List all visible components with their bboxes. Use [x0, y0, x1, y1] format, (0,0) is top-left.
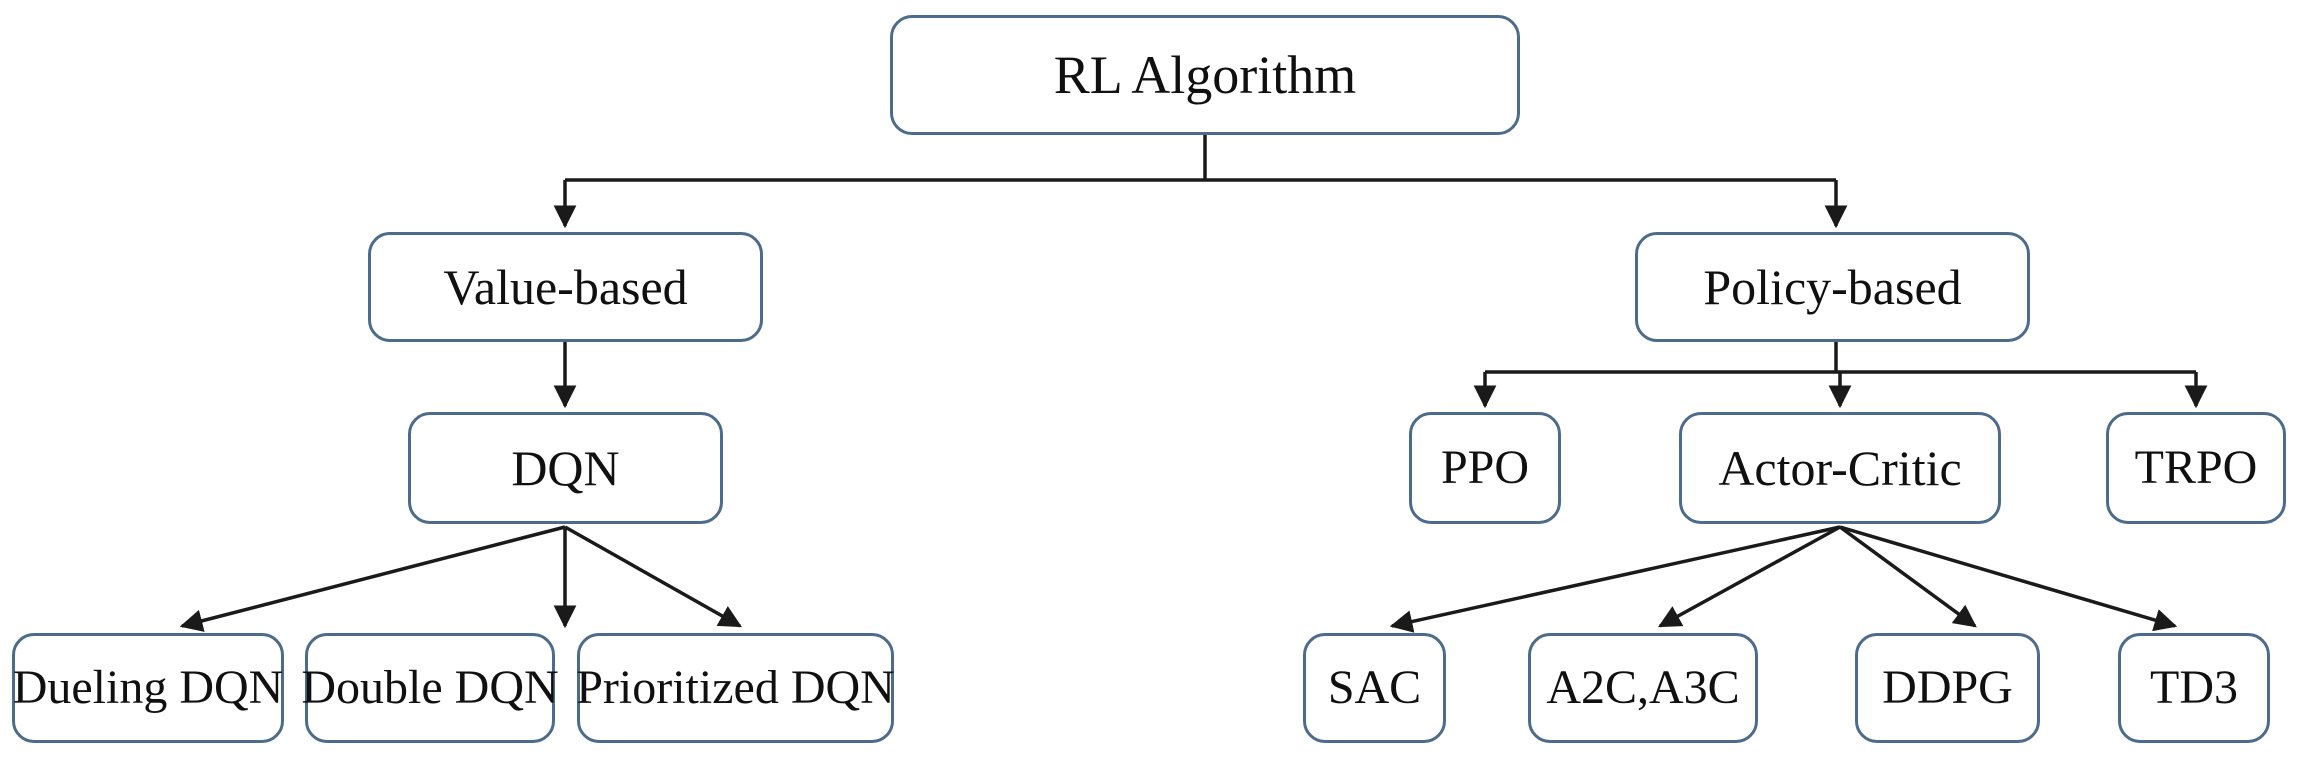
edge-dqn-to-prioritized: [564, 525, 742, 628]
node-dqn[interactable]: DQN: [408, 412, 723, 524]
node-label: PPO: [1440, 440, 1530, 494]
edge-actorcritic-to-ddpg: [1838, 525, 1977, 628]
node-td3[interactable]: TD3: [2118, 633, 2270, 743]
node-value-based[interactable]: Value-based: [368, 232, 763, 342]
node-policy-based[interactable]: Policy-based: [1635, 232, 2030, 342]
edge-dqn-to-dueling: [179, 525, 566, 632]
node-ppo[interactable]: PPO: [1409, 412, 1561, 524]
edge-actorcritic-to-a2ca3c: [1658, 525, 1841, 628]
node-sac[interactable]: SAC: [1303, 633, 1446, 743]
node-label: Double DQN: [301, 660, 559, 714]
node-actor-critic[interactable]: Actor-Critic: [1679, 412, 2001, 524]
node-label: Dueling DQN: [12, 660, 284, 714]
node-label: DQN: [511, 439, 620, 496]
node-ddpg[interactable]: DDPG: [1855, 633, 2040, 743]
node-label: Value-based: [443, 258, 688, 315]
node-label: SAC: [1327, 660, 1422, 714]
edge-actorcritic-to-sac: [1389, 525, 1841, 633]
node-label: TRPO: [2134, 440, 2258, 494]
edge-actorcritic-to-td3: [1839, 525, 2178, 632]
node-label: RL Algorithm: [1053, 44, 1357, 105]
node-double-dqn[interactable]: Double DQN: [301, 633, 559, 743]
node-trpo[interactable]: TRPO: [2106, 412, 2286, 524]
node-label: TD3: [2150, 660, 2238, 714]
node-label: Policy-based: [1703, 258, 1962, 315]
node-label: Actor-Critic: [1718, 439, 1962, 496]
node-prioritized-dqn[interactable]: Prioritized DQN: [576, 633, 895, 743]
node-label: A2C,A3C: [1546, 660, 1740, 714]
node-a2c-a3c[interactable]: A2C,A3C: [1528, 633, 1758, 743]
node-label: Prioritized DQN: [576, 660, 895, 714]
node-label: DDPG: [1882, 660, 2013, 714]
node-rl-algorithm[interactable]: RL Algorithm: [890, 15, 1520, 135]
node-dueling-dqn[interactable]: Dueling DQN: [12, 633, 284, 743]
